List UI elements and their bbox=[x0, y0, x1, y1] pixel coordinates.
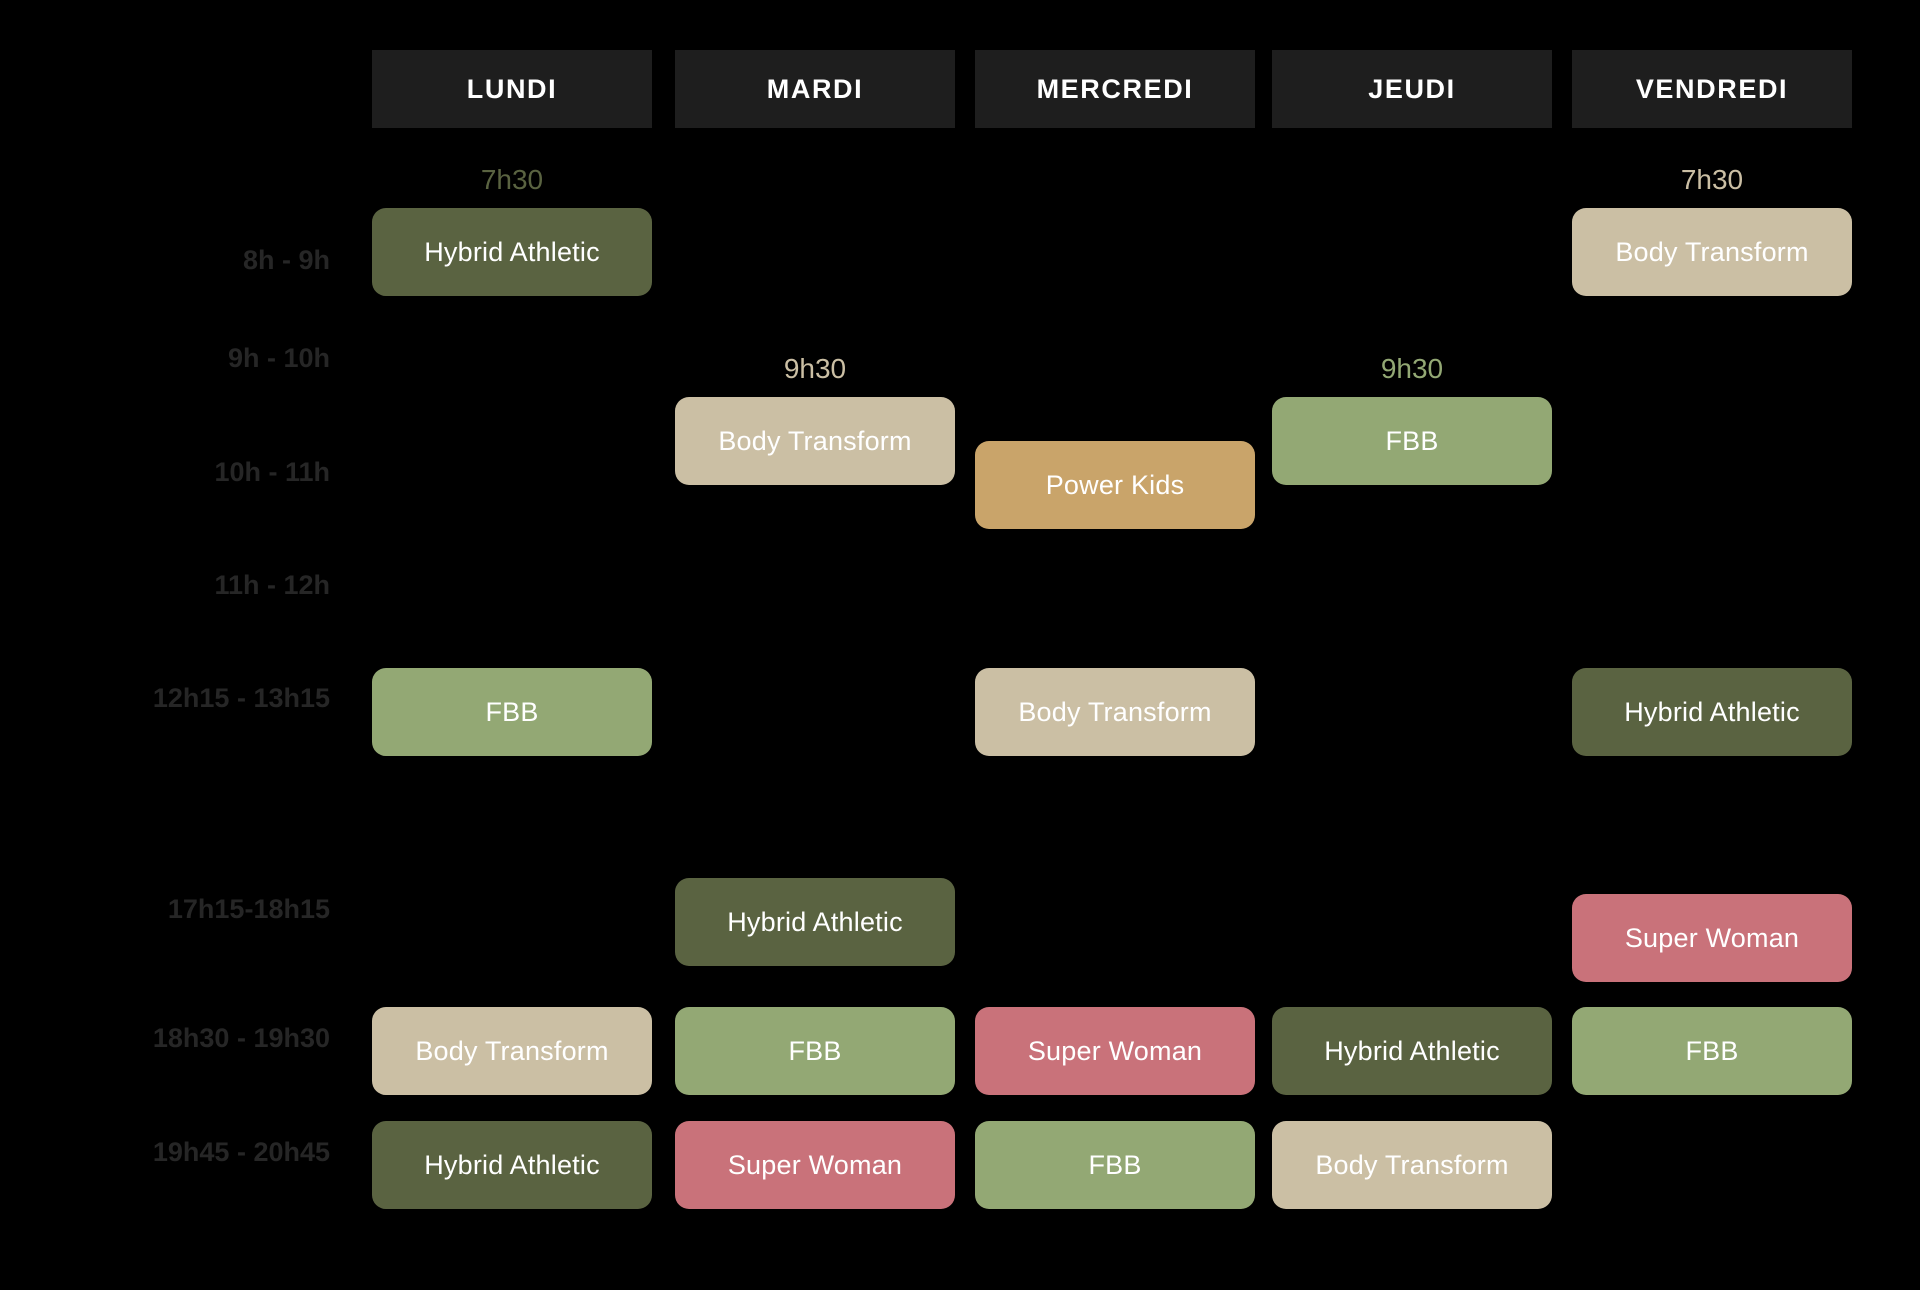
class-card[interactable]: Super Woman bbox=[675, 1121, 955, 1209]
class-card[interactable]: Super Woman bbox=[975, 1007, 1255, 1095]
class-card[interactable]: Hybrid Athletic bbox=[372, 208, 652, 296]
class-card[interactable]: Hybrid Athletic bbox=[372, 1121, 652, 1209]
day-header-mercredi: MERCREDI bbox=[975, 50, 1255, 128]
class-card[interactable]: Hybrid Athletic bbox=[1572, 668, 1852, 756]
time-slot-label: 10h - 11h bbox=[214, 456, 330, 487]
class-card[interactable]: Hybrid Athletic bbox=[1272, 1007, 1552, 1095]
class-card[interactable]: Body Transform bbox=[372, 1007, 652, 1095]
time-slot-label: 9h - 10h bbox=[227, 342, 330, 373]
class-card[interactable]: Body Transform bbox=[1572, 208, 1852, 296]
time-slot-label: 17h15-18h15 bbox=[167, 893, 330, 924]
card-start-time: 7h30 bbox=[1680, 164, 1744, 195]
class-card[interactable]: FBB bbox=[975, 1121, 1255, 1209]
class-card[interactable]: FBB bbox=[1572, 1007, 1852, 1095]
time-slot-label: 8h - 9h bbox=[242, 244, 330, 275]
class-card[interactable]: FBB bbox=[372, 668, 652, 756]
class-card[interactable]: Body Transform bbox=[1272, 1121, 1552, 1209]
day-header-vendredi: VENDREDI bbox=[1572, 50, 1852, 128]
class-card[interactable]: Super Woman bbox=[1572, 894, 1852, 982]
time-slot-label: 19h45 - 20h45 bbox=[152, 1136, 330, 1167]
card-start-time: 9h30 bbox=[1380, 353, 1444, 384]
card-start-time: 7h30 bbox=[480, 164, 544, 195]
class-card[interactable]: Body Transform bbox=[675, 397, 955, 485]
class-card[interactable]: Body Transform bbox=[975, 668, 1255, 756]
day-header-lundi: LUNDI bbox=[372, 50, 652, 128]
day-header-jeudi: JEUDI bbox=[1272, 50, 1552, 128]
time-slot-label: 11h - 12h bbox=[214, 569, 330, 600]
day-header-mardi: MARDI bbox=[675, 50, 955, 128]
class-card[interactable]: Hybrid Athletic bbox=[675, 878, 955, 966]
class-card[interactable]: FBB bbox=[675, 1007, 955, 1095]
time-slot-label: 18h30 - 19h30 bbox=[152, 1022, 330, 1053]
class-card[interactable]: FBB bbox=[1272, 397, 1552, 485]
time-slot-label: 12h15 - 13h15 bbox=[152, 682, 330, 713]
card-start-time: 9h30 bbox=[783, 353, 847, 384]
class-card[interactable]: Power Kids bbox=[975, 441, 1255, 529]
